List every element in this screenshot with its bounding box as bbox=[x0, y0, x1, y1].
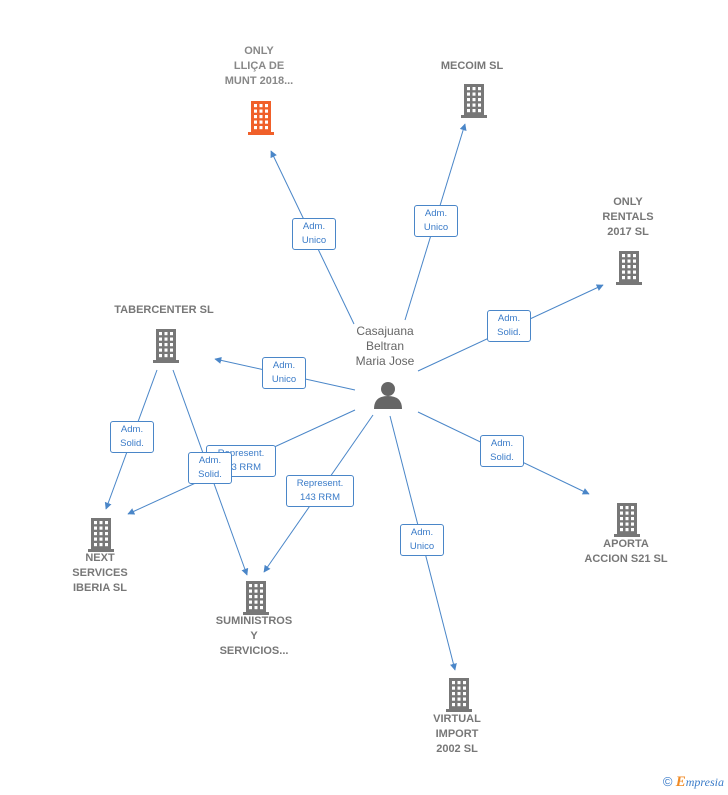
company-label-line: ONLY bbox=[244, 45, 274, 57]
copyright-symbol: © bbox=[662, 774, 673, 789]
edge-label-line: Adm. bbox=[302, 221, 326, 232]
edge-label-line: Solid. bbox=[490, 452, 514, 463]
company-label-mecoim[interactable]: MECOIM SL bbox=[412, 59, 532, 74]
edge-label-line: Unico bbox=[301, 235, 327, 246]
company-label-line: SERVICES bbox=[72, 567, 128, 579]
edge-label-center-to-suministros[interactable]: Represent. 143 RRM bbox=[286, 475, 354, 507]
building-icon-aporta[interactable] bbox=[614, 503, 640, 537]
building-icon-only-llica[interactable] bbox=[248, 101, 274, 135]
building-icon-virtual-import[interactable] bbox=[446, 678, 472, 712]
brand-initial: E bbox=[675, 774, 686, 790]
edge-label-line: Adm. bbox=[198, 455, 222, 466]
edge-label-center-to-virtual-import[interactable]: Adm. Unico bbox=[400, 524, 444, 556]
edge-label-line: Adm. bbox=[120, 424, 144, 435]
edge-label-line: Solid. bbox=[198, 469, 222, 480]
company-label-line: TABERCENTER SL bbox=[114, 304, 214, 316]
company-label-tabercenter[interactable]: TABERCENTER SL bbox=[104, 303, 224, 318]
company-label-line: 2002 SL bbox=[436, 743, 478, 755]
company-label-only-rentals[interactable]: ONLY RENTALS 2017 SL bbox=[568, 195, 688, 240]
company-label-aporta[interactable]: APORTA ACCION S21 SL bbox=[566, 537, 686, 567]
building-icon-tabercenter[interactable] bbox=[153, 329, 179, 363]
icons-layer bbox=[88, 84, 642, 712]
edge-label-line: 143 RRM bbox=[299, 492, 341, 503]
edge-label-line: Adm. bbox=[497, 313, 521, 324]
brand-name: mpresia bbox=[685, 775, 724, 789]
edge-label-tabercenter-to-next-services[interactable]: Adm. Solid. bbox=[110, 421, 154, 453]
edge-label-line: Adm. bbox=[272, 360, 296, 371]
company-label-line: MUNT 2018... bbox=[224, 75, 294, 87]
edge-label-line: Unico bbox=[271, 374, 297, 385]
building-icon-suministros[interactable] bbox=[243, 581, 269, 615]
edge-label-line: Solid. bbox=[120, 438, 144, 449]
edge-label-center-to-only-rentals[interactable]: Adm. Solid. bbox=[487, 310, 531, 342]
edge-label-tabercenter-to-suministros[interactable]: Adm. Solid. bbox=[188, 452, 232, 484]
company-label-line: ONLY bbox=[613, 196, 643, 208]
company-label-line: VIRTUAL bbox=[433, 713, 481, 725]
edge-label-center-to-mecoim[interactable]: Adm. Unico bbox=[414, 205, 458, 237]
company-label-line: NEXT bbox=[85, 552, 115, 564]
company-label-virtual-import[interactable]: VIRTUAL IMPORT 2002 SL bbox=[397, 712, 517, 757]
company-label-line: SUMINISTROS bbox=[215, 615, 293, 627]
edge-label-line: Adm. bbox=[410, 527, 434, 538]
company-label-next-services[interactable]: NEXT SERVICES IBERIA SL bbox=[40, 551, 160, 596]
edge-label-line: Adm. bbox=[490, 438, 514, 449]
building-icon-mecoim[interactable] bbox=[461, 84, 487, 118]
building-icon-only-rentals[interactable] bbox=[616, 251, 642, 285]
company-label-line: 2017 SL bbox=[607, 226, 649, 238]
edges-layer bbox=[104, 123, 604, 671]
company-label-line: APORTA bbox=[603, 538, 649, 550]
person-label-line: Beltran bbox=[365, 339, 405, 353]
company-label-only-llica[interactable]: ONLY LLIÇA DE MUNT 2018... bbox=[199, 44, 319, 89]
edge-label-line: Adm. bbox=[424, 208, 448, 219]
empresia-watermark: © Empresia bbox=[663, 774, 724, 791]
edge-label-center-to-only-llica[interactable]: Adm. Unico bbox=[292, 218, 336, 250]
company-label-suministros[interactable]: SUMINISTROS Y SERVICIOS... bbox=[194, 614, 314, 659]
building-icon-next-services[interactable] bbox=[88, 518, 114, 552]
company-label-line: IMPORT bbox=[435, 728, 479, 740]
edge-label-center-to-aporta[interactable]: Adm. Solid. bbox=[480, 435, 524, 467]
company-label-line: RENTALS bbox=[602, 211, 654, 223]
company-label-line: Y bbox=[250, 630, 258, 642]
edge-label-line: 143 RRM bbox=[220, 462, 262, 473]
person-icon[interactable] bbox=[374, 382, 402, 409]
edge-label-line: Unico bbox=[423, 222, 449, 233]
edge-label-line: Represent. bbox=[217, 448, 265, 459]
edge-label-line: Represent. bbox=[296, 478, 344, 489]
edge-label-center-to-tabercenter[interactable]: Adm. Unico bbox=[262, 357, 306, 389]
edge-label-line: Unico bbox=[409, 541, 435, 552]
company-label-line: LLIÇA DE bbox=[233, 60, 285, 72]
company-label-line: ACCION S21 SL bbox=[584, 553, 668, 565]
company-label-line: IBERIA SL bbox=[73, 582, 127, 594]
edge-label-line: Solid. bbox=[497, 327, 521, 338]
company-label-line: MECOIM SL bbox=[440, 60, 504, 72]
person-label-line: Maria Jose bbox=[355, 354, 415, 368]
company-label-line: SERVICIOS... bbox=[219, 645, 289, 657]
person-label-line: Casajuana bbox=[356, 324, 414, 338]
